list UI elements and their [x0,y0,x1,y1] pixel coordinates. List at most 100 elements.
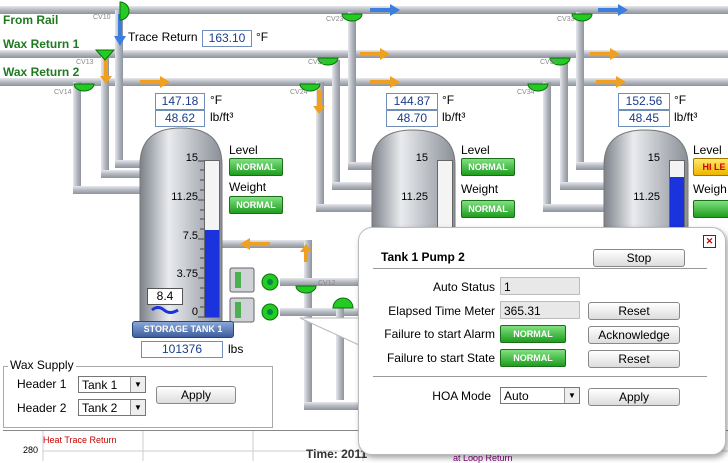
hoa-mode-label: HOA Mode [432,389,491,403]
flow-arrow-down-icon [114,14,126,46]
tank2-density-unit: lb/ft³ [442,110,466,124]
trend-series2-label: at Loop Return [453,453,513,463]
auto-status-label: Auto Status [432,280,495,294]
tank1-scale-3-75: 3.75 [176,268,198,280]
valve-cv14-icon [73,83,95,92]
tank1-level-status[interactable]: NORMAL [229,158,283,176]
tank1-level-gauge [204,160,220,318]
valve-tag-cv33: CV33 [557,16,575,23]
hoa-mode-select[interactable]: Auto ▼ [500,387,580,404]
tank1-name-plate[interactable]: STORAGE TANK 1 [132,321,234,338]
tank1-scale-0: 0 [191,306,198,318]
tank3-level-label: Level [693,143,722,157]
tank3-temp-value: 152.56 [618,93,670,110]
reset-elapsed-button[interactable]: Reset [588,302,680,320]
valve-tag-cv10: CV10 [93,14,111,21]
header1-select-value: Tank 1 [82,378,118,392]
wax-supply-panel [3,366,273,428]
tank1-density-value: 48.62 [155,110,205,127]
trend-series1-label: Heat Trace Return [43,435,117,445]
tank3-weight-label: Weigh [693,182,727,196]
reset-fail-state-button[interactable]: Reset [588,350,680,368]
tank2-level-label: Level [461,143,490,157]
tank2-level-gauge [437,160,453,232]
valve-cv32-icon [549,57,571,66]
tank1-temp-value: 147.18 [155,93,205,110]
header1-select[interactable]: Tank 1 ▼ [78,376,146,393]
trace-return-value: 163.10 [202,30,252,47]
tank1-density-unit: lb/ft³ [210,110,234,124]
popup-divider-2 [373,376,707,377]
close-icon[interactable]: ✕ [703,235,716,248]
hoa-apply-button[interactable]: Apply [588,388,680,406]
tank2-density-value: 48.70 [386,110,438,127]
tank1-weight-status[interactable]: NORMAL [229,196,283,214]
pump-2-icon [229,297,279,323]
wax-return-1-label: Wax Return 1 [3,37,80,51]
tank1-weight-label: Weight [229,180,267,194]
auto-status-value: 1 [500,277,580,295]
tank3-scale-15: 15 [647,152,660,164]
valve-tag-cv23: CV23 [326,16,344,23]
tank1-gauge-ticks [198,160,204,318]
fail-state-label: Failure to start State [386,351,495,365]
fail-state-status: NORMAL [500,349,566,367]
header2-select-value: Tank 2 [82,401,118,415]
chevron-down-icon: ▼ [130,400,145,415]
tank2-weight-label: Weight [461,182,499,196]
acknowledge-button[interactable]: Acknowledge [588,326,680,344]
tank3-scale-11-25: 11.25 [633,191,660,203]
popup-divider [373,268,707,269]
mixer-icon [151,306,179,314]
stop-button[interactable]: Stop [593,249,685,267]
wax-return-2-pipe [0,78,728,86]
from-rail-pipe [0,6,728,14]
tank1-weight-value: 101376 [141,341,223,358]
valve-cv22-icon [317,57,339,66]
valve-cv34-icon [527,83,549,92]
tank1-scale-11-25: 11.25 [171,191,198,203]
tank1-scale-15: 15 [185,152,198,164]
flow-arrow-right-icon [370,4,400,16]
from-rail-label: From Rail [3,13,59,27]
trend-time-label: Time: 2011 [306,447,368,461]
tank2-scale-15: 15 [415,152,428,164]
header2-select[interactable]: Tank 2 ▼ [78,399,146,416]
elapsed-time-label: Elapsed Time Meter [388,304,495,318]
pump-1-icon [229,267,279,293]
header1-label: Header 1 [17,377,67,391]
trace-return-unit: °F [256,30,269,44]
tank3-weight-status[interactable] [693,200,728,218]
tank2-level-status[interactable]: NORMAL [461,158,515,176]
valve-cv23-icon [341,13,363,22]
flow-arrow-right-icon [598,4,628,16]
elapsed-time-value: 365.31 [500,301,580,319]
tank3-level-status[interactable]: HI LE [693,158,728,176]
tank3-level-gauge [669,160,685,232]
valve-cv24-icon [299,83,321,92]
valve-tag-cv12: CV12 [318,280,336,287]
trend-y-label: 280 [23,445,39,455]
valve-tag-cv24: CV24 [290,89,308,96]
valve-cv10-icon [119,1,130,21]
tank2-weight-status[interactable]: NORMAL [461,200,515,218]
trace-return-label: Trace Return [128,30,198,44]
wax-supply-title: Wax Supply [8,358,76,372]
tank1-temp-unit: °F [210,93,223,107]
wax-supply-apply-button[interactable]: Apply [156,386,236,404]
chevron-down-icon: ▼ [564,388,579,403]
valve-tag-cv22: CV22 [308,59,326,66]
valve-tag-cv13: CV13 [76,59,94,66]
tank2-scale-11-25: 11.25 [401,191,428,203]
hoa-mode-value: Auto [504,389,529,403]
valve-tag-cv34: CV34 [517,89,535,96]
popup-title: Tank 1 Pump 2 [381,250,465,264]
tank1-weight-unit: lbs [228,342,244,356]
tank3-density-value: 48.45 [618,110,670,127]
tank3-level-fill [670,177,684,231]
fail-alarm-label: Failure to start Alarm [384,327,495,341]
tank1-scale-7-5: 7.5 [182,230,198,242]
tank2-temp-unit: °F [442,93,455,107]
tank1-level-fill [205,230,219,317]
storage-tank-3-body [603,129,689,241]
